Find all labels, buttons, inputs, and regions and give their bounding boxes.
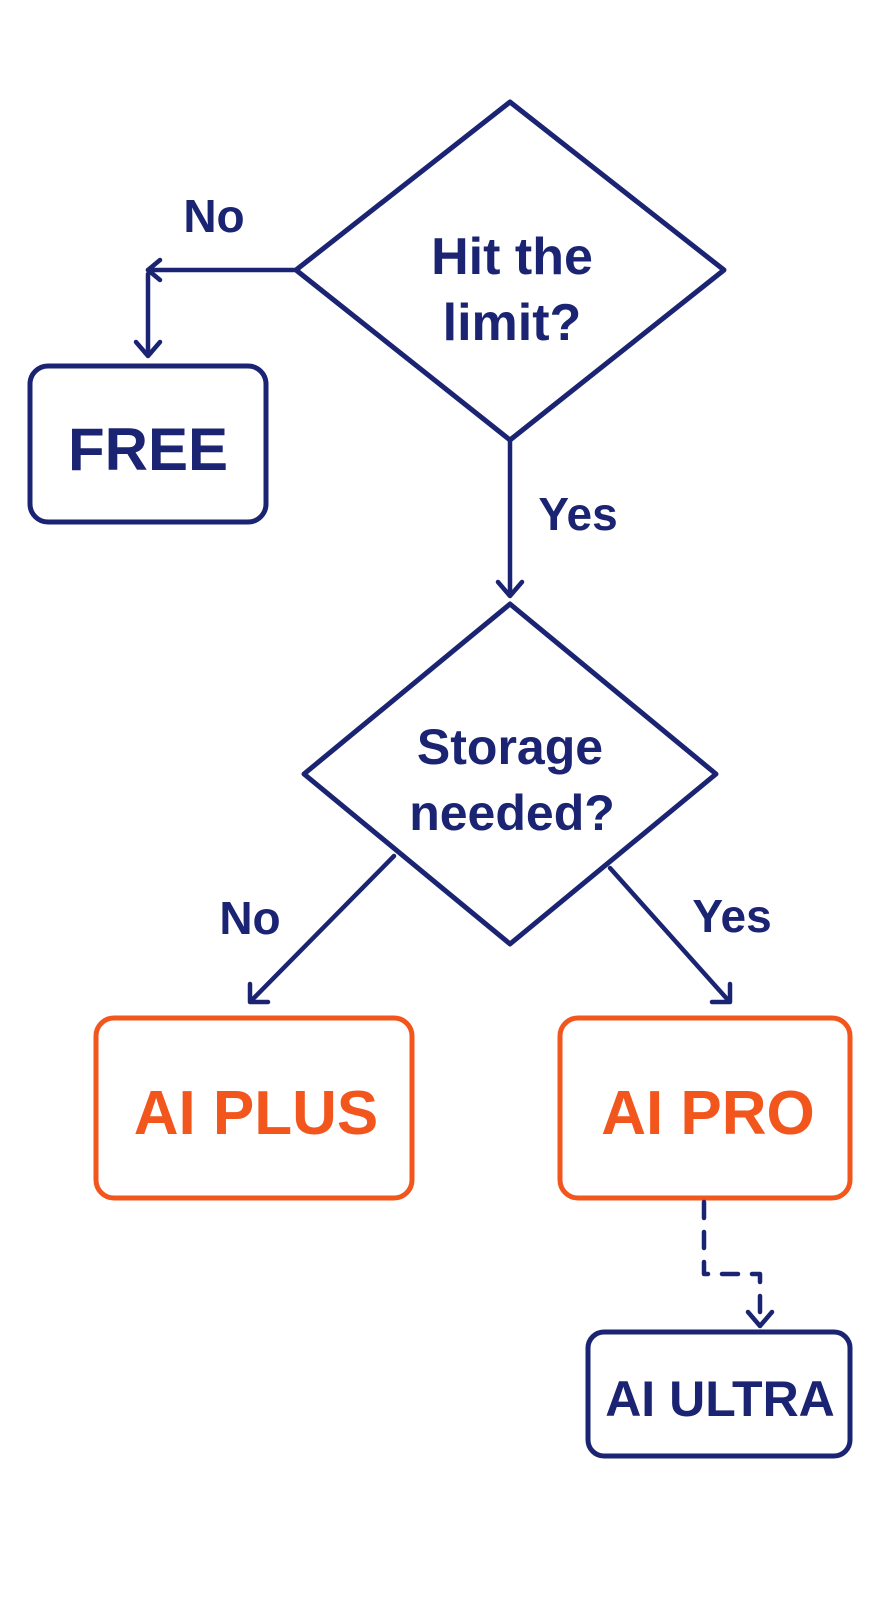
connector-arrowhead-left — [145, 257, 163, 283]
decision-storage-line2: needed? — [409, 785, 615, 841]
label-yes-hit-limit: Yes — [538, 488, 617, 540]
connector-pro-to-ultra — [701, 1199, 763, 1325]
connector-storage-no — [249, 853, 397, 1003]
decision-hit-limit-line2: limit? — [443, 294, 582, 352]
label-no-storage: No — [219, 892, 280, 944]
arrowhead-to-ai-plus — [247, 981, 271, 1005]
arrowhead-to-free — [133, 339, 163, 359]
outcome-ai-ultra-box — [585, 1329, 853, 1459]
arrowhead-to-storage — [495, 579, 525, 599]
outcome-free-box — [27, 363, 269, 525]
outcome-ai-pro-box — [557, 1015, 853, 1201]
arrowhead-to-ai-ultra — [745, 1309, 775, 1329]
outcome-ai-pro-label: AI PRO — [601, 1079, 815, 1148]
label-yes-storage: Yes — [692, 890, 771, 942]
decision-storage-shape — [301, 601, 719, 947]
outcome-ai-plus-label: AI PLUS — [134, 1079, 379, 1148]
arrowhead-to-ai-pro — [709, 981, 733, 1005]
decision-storage-line1: Storage — [417, 719, 603, 775]
label-no-hit-limit: No — [183, 190, 244, 242]
outcome-ai-ultra-label: AI ULTRA — [605, 1371, 835, 1427]
outcome-free-label: FREE — [68, 416, 228, 483]
outcome-ai-plus-box — [93, 1015, 415, 1201]
decision-hit-limit-line1: Hit the — [431, 228, 593, 286]
connector-storage-yes — [607, 865, 731, 1003]
